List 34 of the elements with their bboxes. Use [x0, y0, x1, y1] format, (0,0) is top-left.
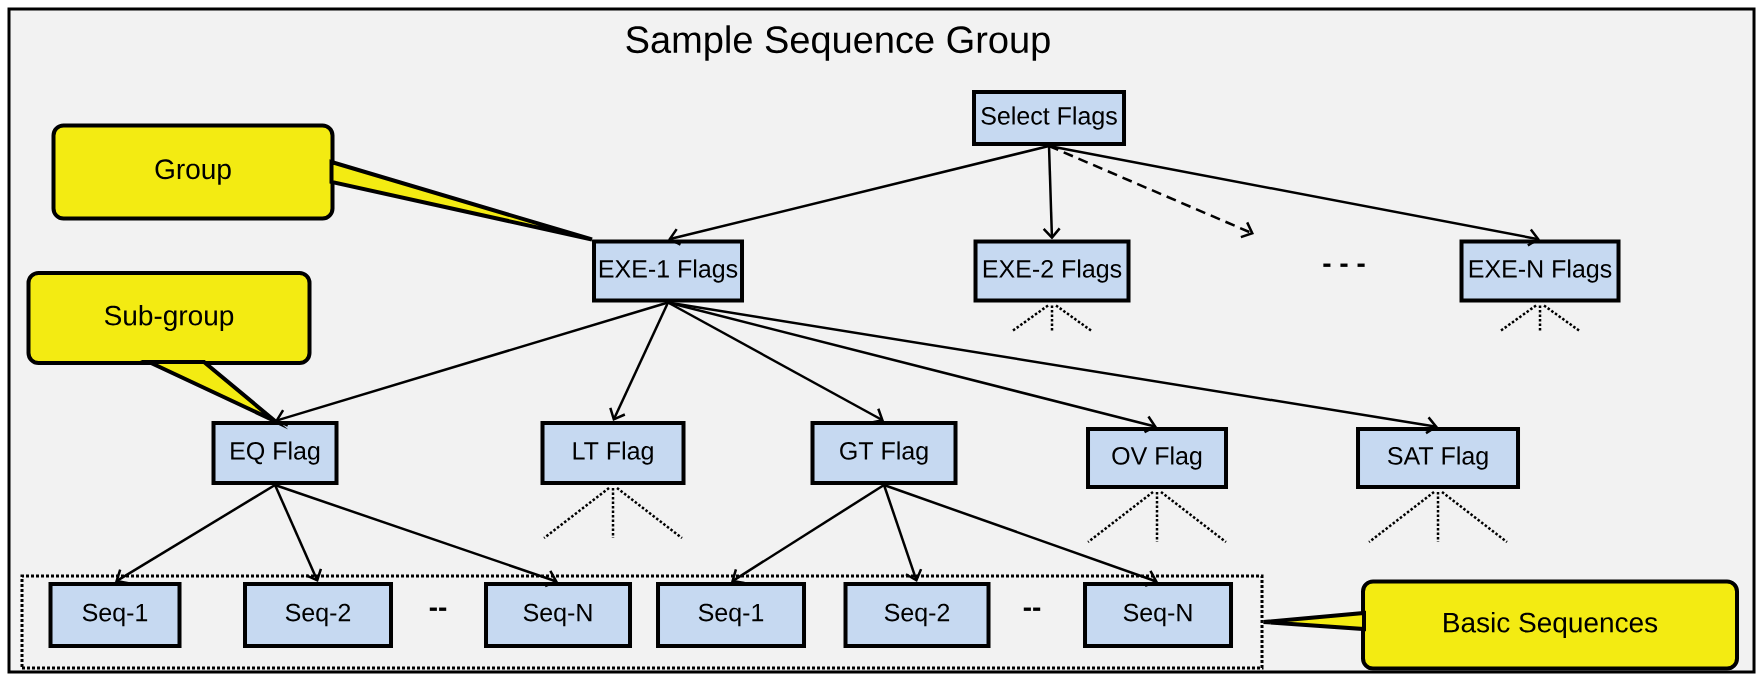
flag-box: GT Flag [810, 421, 958, 485]
flag-box: EXE-2 Flags [973, 239, 1131, 303]
arrow [667, 301, 884, 424]
ellipsis: -- [429, 607, 447, 611]
sequence-box: Seq-N [484, 582, 632, 648]
ellipsis: - - - [1323, 263, 1365, 267]
title: Sample Sequence Group [626, 25, 1050, 61]
dotted-group-box [20, 574, 1264, 670]
ellipsis: -- [1023, 607, 1041, 611]
arrow [609, 302, 670, 421]
arrow [882, 484, 923, 582]
arrow [115, 483, 276, 585]
sequence-box: Seq-1 [48, 582, 182, 648]
callout-bubble: Group [51, 123, 335, 221]
sequence-box: Seq-N [1083, 582, 1233, 648]
arrow [883, 483, 1158, 588]
callout-bubble: Basic Sequences [1361, 579, 1739, 671]
flag-box: EQ Flag [211, 421, 339, 485]
sequence-box: Seq-2 [243, 582, 393, 648]
flag-box: SAT Flag [1356, 427, 1520, 489]
arrow [274, 483, 558, 588]
flag-box: OV Flag [1086, 427, 1228, 489]
arrow [668, 144, 1050, 246]
arrow [273, 484, 323, 582]
sequence-box: Seq-2 [843, 582, 991, 648]
flag-box: LT Flag [540, 421, 686, 485]
arrow [275, 301, 669, 427]
arrow [1042, 145, 1061, 240]
sequence-box: Seq-1 [656, 582, 806, 648]
flag-box: EXE-N Flags [1459, 239, 1621, 303]
arrow [731, 483, 885, 585]
flag-box: EXE-1 Flags [592, 239, 744, 303]
flag-box: Select Flags [972, 90, 1126, 146]
dashed-arrow [1048, 144, 1254, 239]
